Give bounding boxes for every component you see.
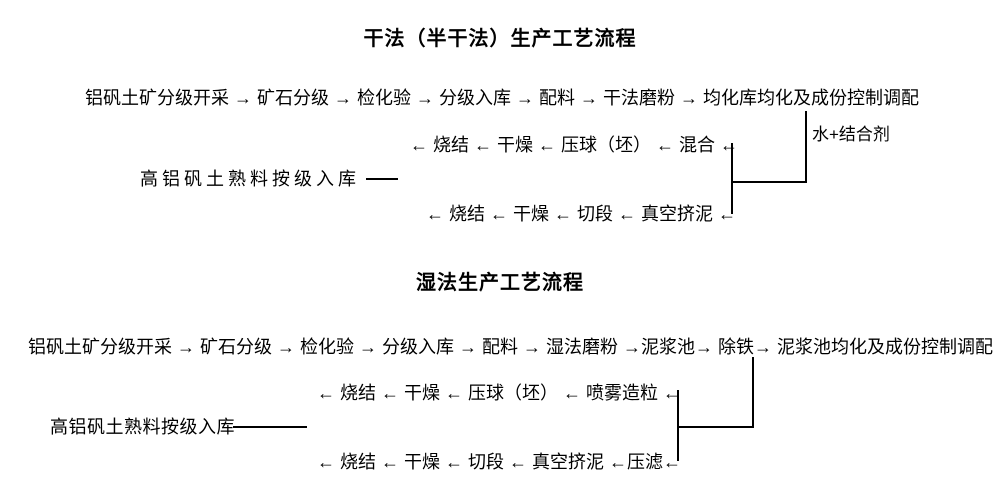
- wet-feed-connector-vertical-line: [752, 357, 754, 428]
- dry-storage-leader-line: [366, 178, 398, 180]
- wet-storage-label: 高铝矾土熟料按级入库: [50, 417, 235, 437]
- wet-storage-leader-line: [233, 426, 307, 428]
- dry-return-flow-top-row: ← 烧结 ← 干燥 ← 压球（坯） ← 混合 ←: [410, 135, 739, 155]
- dry-feed-connector-vertical-line: [805, 111, 807, 183]
- dry-section-title: 干法（半干法）生产工艺流程: [363, 28, 637, 50]
- wet-section-title: 湿法生产工艺流程: [416, 272, 584, 294]
- wet-return-flow-top-row: ← 烧结 ← 干燥 ← 压球（坯） ← 喷雾造粒 ←: [317, 383, 682, 403]
- wet-junction-horizontal-line: [678, 426, 754, 428]
- dry-return-flow-bottom-row: ← 烧结 ← 干燥 ← 切段 ← 真空挤泥 ←: [426, 204, 737, 224]
- dry-storage-label: 高铝矾土熟料按级入库: [140, 169, 360, 189]
- wet-return-flow-bottom-row: ← 烧结 ← 干燥 ← 切段 ← 真空挤泥 ←压滤←: [317, 452, 682, 472]
- wet-return-branch-vertical-line: [677, 390, 679, 461]
- dry-junction-horizontal-line: [732, 181, 807, 183]
- dry-additive-label: 水+结合剂: [812, 125, 890, 144]
- dry-return-branch-vertical-line: [731, 143, 733, 214]
- wet-main-flow-row: 铝矾土矿分级开采 → 矿石分级 → 检化验 → 分级入库 → 配料 → 湿法磨粉…: [28, 337, 994, 357]
- dry-main-flow-row: 铝矾土矿分级开采 → 矿石分级 → 检化验 → 分级入库 → 配料 → 干法磨粉…: [85, 88, 920, 108]
